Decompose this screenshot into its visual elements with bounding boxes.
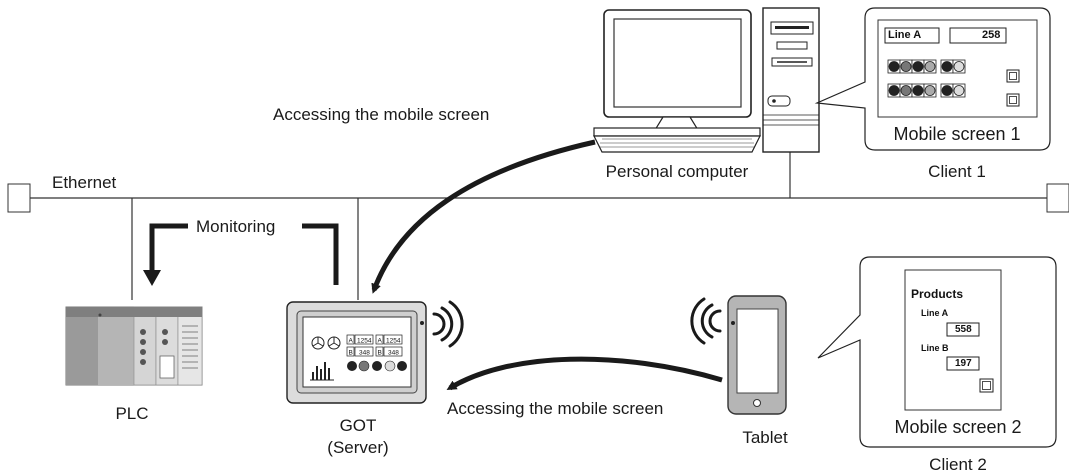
got-label: GOT [339,416,377,435]
got-a-label-2: A [378,338,383,345]
got-b-value-2: 348 [388,350,399,357]
monitoring-label: Monitoring [196,217,276,236]
got-wireless-icon [432,300,464,348]
ms2-line-a-value: 558 [955,324,972,335]
ms2-line-a-label: Line A [921,308,949,318]
tablet-device [727,295,787,415]
client-1-label: Client 1 [928,162,986,181]
got-a-label-1: A [349,338,354,345]
ms1-line-label: Line A [888,29,922,41]
ms2-line-b-value: 197 [955,358,972,369]
ethernet-terminator-left [7,183,31,213]
got-b-label-1: B [349,350,353,357]
accessing-label-top: Accessing the mobile screen [273,105,490,124]
mobile-screen-1-caption: Mobile screen 1 [893,124,1021,144]
ethernet-terminator-right [1046,183,1069,213]
got-panel: A 1254 A 1254 B 348 B 348 [286,301,427,404]
plc-label: PLC [115,404,149,423]
plc-unit [65,306,203,386]
got-a-value-1: 1254 [357,338,372,345]
got-b-label-2: B [378,350,382,357]
ms1-value: 258 [982,29,1001,41]
tablet-wireless-icon [690,297,722,345]
client-2-label: Client 2 [929,455,987,474]
tablet-label: Tablet [742,428,788,447]
mobile-screen-2-caption: Mobile screen 2 [894,417,1022,437]
mobile-screen-1-callout [814,7,1051,151]
personal-computer [593,7,820,153]
access-arrow-top [371,139,596,294]
ms2-title: Products [911,287,964,301]
got-a-value-2: 1254 [386,338,401,345]
access-arrow-bottom [446,356,723,391]
got-server-label: (Server) [327,438,389,457]
accessing-label-bottom: Accessing the mobile screen [447,399,664,418]
got-b-value-1: 348 [359,350,370,357]
personal-computer-label: Personal computer [605,162,749,181]
ethernet-network [7,148,1069,300]
mobile-screen-2-callout [817,256,1057,448]
monitoring-bracket [143,223,339,286]
ms2-line-b-label: Line B [921,343,949,353]
ethernet-label: Ethernet [52,173,117,192]
